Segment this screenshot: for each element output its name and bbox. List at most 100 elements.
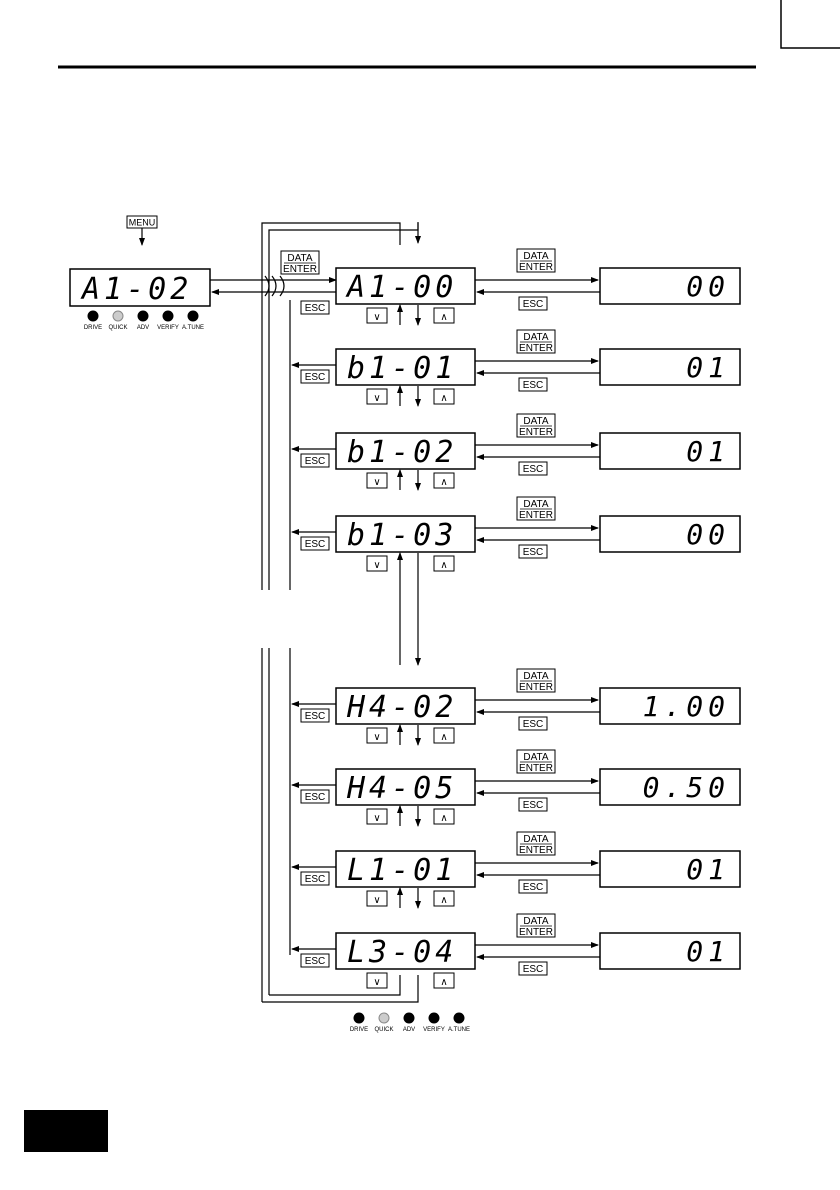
- up-key[interactable]: ∧: [433, 727, 455, 744]
- svg-text:∧: ∧: [440, 312, 447, 323]
- svg-text:H4-05: H4-05: [346, 771, 457, 806]
- esc-key-param[interactable]: ESC: [300, 536, 330, 551]
- loop-bottom-inner: [269, 975, 401, 996]
- esc-key-value[interactable]: ESC: [518, 797, 548, 812]
- esc-key-param[interactable]: ESC: [300, 708, 330, 723]
- esc-key-value[interactable]: ESC: [518, 716, 548, 731]
- svg-text:1.00: 1.00: [643, 690, 730, 723]
- crossover-hump: [271, 275, 277, 297]
- svg-text:H4-02: H4-02: [346, 690, 457, 725]
- up-key[interactable]: ∧: [433, 972, 455, 989]
- svg-text:∨: ∨: [373, 560, 380, 571]
- param-display: A1-00: [335, 267, 476, 305]
- svg-text:∧: ∧: [440, 895, 447, 906]
- esc-key-param[interactable]: ESC: [300, 789, 330, 804]
- esc-key-value[interactable]: ESC: [518, 544, 548, 559]
- down-key[interactable]: ∨: [366, 972, 388, 989]
- up-key[interactable]: ∧: [433, 472, 455, 489]
- esc-key-value[interactable]: ESC: [518, 296, 548, 311]
- svg-text:MENU: MENU: [129, 218, 156, 228]
- esc-key-top[interactable]: ESC: [300, 300, 330, 315]
- led-quick: QUICK: [108, 310, 128, 331]
- param-display: H4-02: [335, 687, 476, 725]
- down-key[interactable]: ∨: [366, 555, 388, 572]
- esc-key-value[interactable]: ESC: [518, 461, 548, 476]
- value-display: 00: [599, 267, 741, 305]
- esc-key-param[interactable]: ESC: [300, 953, 330, 968]
- esc-key-value[interactable]: ESC: [518, 961, 548, 976]
- menu-key[interactable]: MENU: [126, 215, 158, 229]
- svg-text:ESC: ESC: [523, 547, 544, 558]
- svg-text:ESC: ESC: [305, 711, 326, 722]
- svg-text:ESC: ESC: [523, 800, 544, 811]
- svg-text:∧: ∧: [440, 560, 447, 571]
- up-key[interactable]: ∧: [433, 890, 455, 907]
- svg-text:ADV: ADV: [403, 1027, 415, 1033]
- svg-text:ADV: ADV: [137, 325, 149, 331]
- svg-text:∨: ∨: [373, 732, 380, 743]
- up-key[interactable]: ∧: [433, 808, 455, 825]
- led-drive: DRIVE: [350, 1012, 368, 1033]
- down-key[interactable]: ∨: [366, 307, 388, 324]
- svg-text:ESC: ESC: [305, 372, 326, 383]
- svg-text:ESC: ESC: [305, 456, 326, 467]
- svg-text:01: 01: [686, 935, 730, 968]
- svg-text:DATA: DATA: [523, 752, 549, 763]
- data-enter-key-top[interactable]: DATA ENTER: [280, 250, 320, 275]
- svg-text:ENTER: ENTER: [519, 510, 553, 521]
- led-drive: DRIVE: [84, 310, 102, 331]
- esc-key-param[interactable]: ESC: [300, 369, 330, 384]
- down-key[interactable]: ∨: [366, 472, 388, 489]
- param-display: L1-01: [335, 850, 476, 888]
- svg-text:ENTER: ENTER: [519, 427, 553, 438]
- down-key[interactable]: ∨: [366, 890, 388, 907]
- svg-text:DATA: DATA: [523, 834, 549, 845]
- led-quick: QUICK: [374, 1012, 394, 1033]
- svg-text:01: 01: [686, 351, 730, 384]
- svg-text:A.TUNE: A.TUNE: [182, 325, 204, 331]
- led-atune: A.TUNE: [448, 1012, 470, 1033]
- svg-text:ESC: ESC: [523, 719, 544, 730]
- svg-text:DATA: DATA: [287, 253, 313, 264]
- down-key[interactable]: ∨: [366, 808, 388, 825]
- svg-text:b1-01: b1-01: [347, 351, 457, 386]
- svg-text:ESC: ESC: [523, 964, 544, 975]
- svg-text:∨: ∨: [373, 393, 380, 404]
- esc-key-param[interactable]: ESC: [300, 453, 330, 468]
- up-key[interactable]: ∧: [433, 307, 455, 324]
- svg-text:00: 00: [686, 518, 730, 551]
- value-display: 0.50: [599, 768, 741, 806]
- up-key[interactable]: ∧: [433, 555, 455, 572]
- value-display: 01: [599, 850, 741, 888]
- esc-key-value[interactable]: ESC: [518, 879, 548, 894]
- svg-text:ESC: ESC: [305, 792, 326, 803]
- esc-key-param[interactable]: ESC: [300, 871, 330, 886]
- esc-key-value[interactable]: ESC: [518, 377, 548, 392]
- svg-text:b1-02: b1-02: [347, 435, 457, 470]
- corner-mark: [780, 0, 840, 49]
- svg-text:VERIFY: VERIFY: [423, 1027, 445, 1033]
- svg-text:ESC: ESC: [523, 299, 544, 310]
- svg-text:ENTER: ENTER: [519, 682, 553, 693]
- svg-text:DRIVE: DRIVE: [350, 1027, 368, 1033]
- up-key[interactable]: ∧: [433, 388, 455, 405]
- down-key[interactable]: ∨: [366, 727, 388, 744]
- svg-text:∧: ∧: [440, 732, 447, 743]
- down-key[interactable]: ∨: [366, 388, 388, 405]
- svg-text:ENTER: ENTER: [519, 262, 553, 273]
